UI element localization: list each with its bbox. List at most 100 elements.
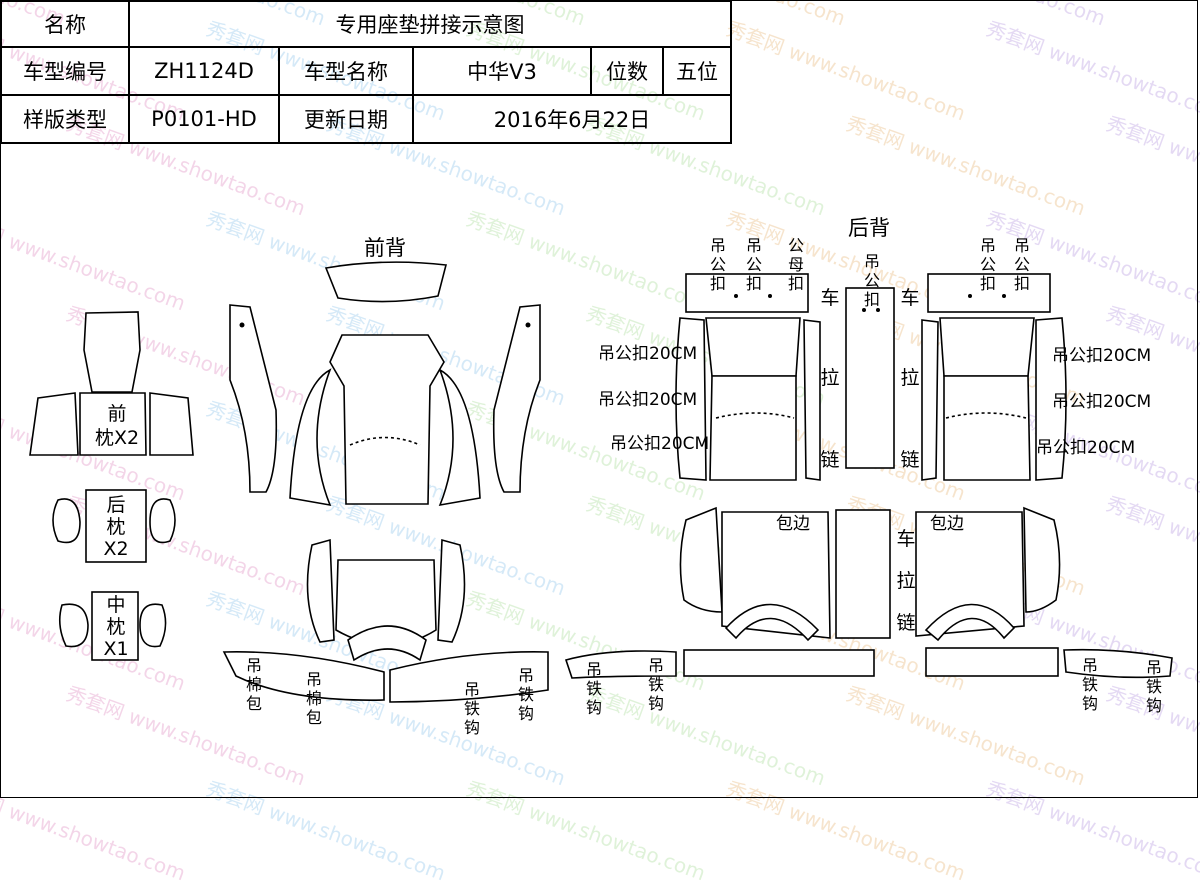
model-no-label: 车型编号: [0, 46, 130, 96]
zipper-pull-label-left: 拉: [820, 367, 840, 389]
hem-label-right: 包边: [930, 514, 964, 534]
front-hang-cotton-label-1: 吊棉包: [245, 656, 262, 713]
middle-pillow-center: [91, 591, 139, 661]
car-label-left: 车: [820, 287, 840, 309]
update-date-label: 更新日期: [278, 94, 414, 144]
front-side-left-inner: [289, 368, 332, 507]
rear-seat-car-zipper-label: 车拉链: [896, 528, 916, 634]
rear-hang-hook-label-1: 吊铁钩: [585, 660, 602, 717]
front-pillow-pieces: [29, 311, 194, 456]
front-bottom-strip-left: [222, 651, 385, 701]
rear-center-panel: [845, 287, 895, 469]
front-pillow-top: [83, 311, 141, 393]
rear-hang-hook-label-4: 吊铁钩: [1145, 658, 1162, 715]
buckle-20cm-label-2: 吊公扣20CM: [598, 390, 698, 410]
rear-hang-buckle-label-2: 吊公扣: [745, 236, 762, 293]
front-hang-hook-label-1: 吊铁钩: [463, 680, 480, 737]
rear-seat-right-center: [915, 511, 1025, 637]
rear-right-outer-strip: [1035, 317, 1067, 481]
rear-hang-hook-label-3: 吊铁钩: [1081, 656, 1098, 713]
model-name-label: 车型名称: [278, 46, 414, 96]
middle-pillow-label-line3: X1: [103, 638, 129, 660]
middle-pillow-pieces: [58, 591, 167, 661]
rear-hang-buckle-label-3: 吊公扣: [979, 236, 996, 293]
front-seat-left: [306, 538, 335, 643]
name-value: 专用座垫拼接示意图: [128, 0, 732, 48]
middle-pillow-label-line2: 枕: [106, 616, 126, 638]
rear-hang-strip-right: [927, 273, 1051, 313]
seats-value: 五位: [662, 46, 732, 96]
rear-right-back-bottom: [943, 375, 1031, 481]
model-no-value: ZH1124D: [128, 46, 280, 96]
rear-pillow-center: [85, 489, 147, 563]
front-seat-right: [437, 538, 466, 643]
buckle-20cm-label-4: 吊公扣20CM: [1052, 346, 1152, 366]
front-pillow-label-line2: 枕X2: [94, 427, 140, 449]
front-seat-pieces: [222, 261, 549, 703]
rear-pillow-label-line2: 枕: [106, 516, 126, 538]
front-headrest-top: [324, 261, 448, 303]
rear-hang-buckle-label-4: 吊公扣: [1013, 236, 1030, 293]
rear-seat-left-front: [724, 603, 820, 642]
rear-pillow-pieces: [52, 489, 176, 563]
front-pillow-left: [29, 392, 79, 456]
middle-pillow-left: [58, 603, 89, 648]
front-pillow-label-line1: 前: [107, 403, 127, 425]
rear-pillow-label: 后 枕 X2: [96, 494, 136, 560]
front-side-left-outer: [229, 304, 278, 493]
rear-seat-right-front: [924, 603, 1016, 642]
front-back-title: 前背: [364, 236, 406, 260]
rear-right-inner-strip: [921, 319, 939, 481]
template-type-label: 样版类型: [0, 94, 130, 144]
rear-hang-buckle-label-1: 吊公扣: [709, 236, 726, 293]
front-back-center: [329, 334, 445, 505]
rear-bottom-strip-4: [1063, 648, 1173, 679]
front-hang-cotton-label-2: 吊棉包: [305, 670, 322, 727]
rear-seat-left-side: [679, 506, 723, 613]
front-pillow-right: [149, 392, 194, 456]
rear-seat-right-side: [1023, 506, 1061, 613]
rear-center-buckle-label: 吊公扣: [863, 252, 880, 309]
rear-bottom-strip-1: [564, 650, 677, 679]
rear-bottom-strip-3: [925, 647, 1059, 677]
info-table: 名称 专用座垫拼接示意图 车型编号 ZH1124D 车型名称 中华V3 位数 五…: [0, 0, 732, 144]
front-side-right-outer: [492, 304, 541, 493]
zipper-pull-label-right: 拉: [900, 367, 920, 389]
name-label: 名称: [0, 0, 130, 48]
rear-pillow-label-line3: X2: [103, 538, 129, 560]
rear-male-female-buckle-label: 公母扣: [787, 236, 804, 293]
buckle-20cm-label-1: 吊公扣20CM: [598, 344, 698, 364]
rear-hang-strip-left: [685, 273, 809, 313]
seats-label: 位数: [590, 46, 664, 96]
pattern-drawing: [29, 261, 1173, 703]
rear-left-inner-strip: [803, 319, 821, 481]
buckle-20cm-label-6: 吊公扣20CM: [1036, 438, 1136, 458]
rear-back-title: 后背: [848, 216, 890, 240]
front-pillow-center: [79, 392, 147, 456]
car-label-right: 车: [900, 287, 920, 309]
middle-pillow-right: [139, 603, 167, 648]
page-border: [0, 0, 1198, 798]
front-bottom-strip-right: [389, 651, 549, 703]
template-type-value: P0101-HD: [128, 94, 280, 144]
zipper-chain-label-left: 链: [820, 449, 840, 471]
middle-pillow-label-line1: 中: [106, 594, 126, 616]
middle-pillow-label: 中 枕 X1: [96, 594, 136, 660]
front-seat-front: [347, 625, 427, 662]
rear-seat-middle: [835, 509, 891, 639]
buckle-20cm-label-3: 吊公扣20CM: [610, 434, 710, 454]
update-date-value: 2016年6月22日: [412, 94, 732, 144]
front-pillow-label: 前 枕X2: [86, 402, 148, 450]
rear-left-outer-strip: [675, 317, 707, 481]
rear-left-back-bottom: [709, 375, 797, 481]
front-hang-hook-label-2: 吊铁钩: [517, 666, 534, 723]
model-name-value: 中华V3: [412, 46, 592, 96]
rear-pillow-left: [52, 498, 81, 544]
rear-pillow-right: [149, 498, 176, 544]
hem-label-left: 包边: [776, 514, 810, 534]
rear-bottom-strip-2: [683, 649, 875, 677]
rear-hang-hook-label-2: 吊铁钩: [647, 656, 664, 713]
rear-seat-pieces: [564, 273, 1173, 679]
rear-pillow-label-line1: 后: [106, 494, 126, 516]
